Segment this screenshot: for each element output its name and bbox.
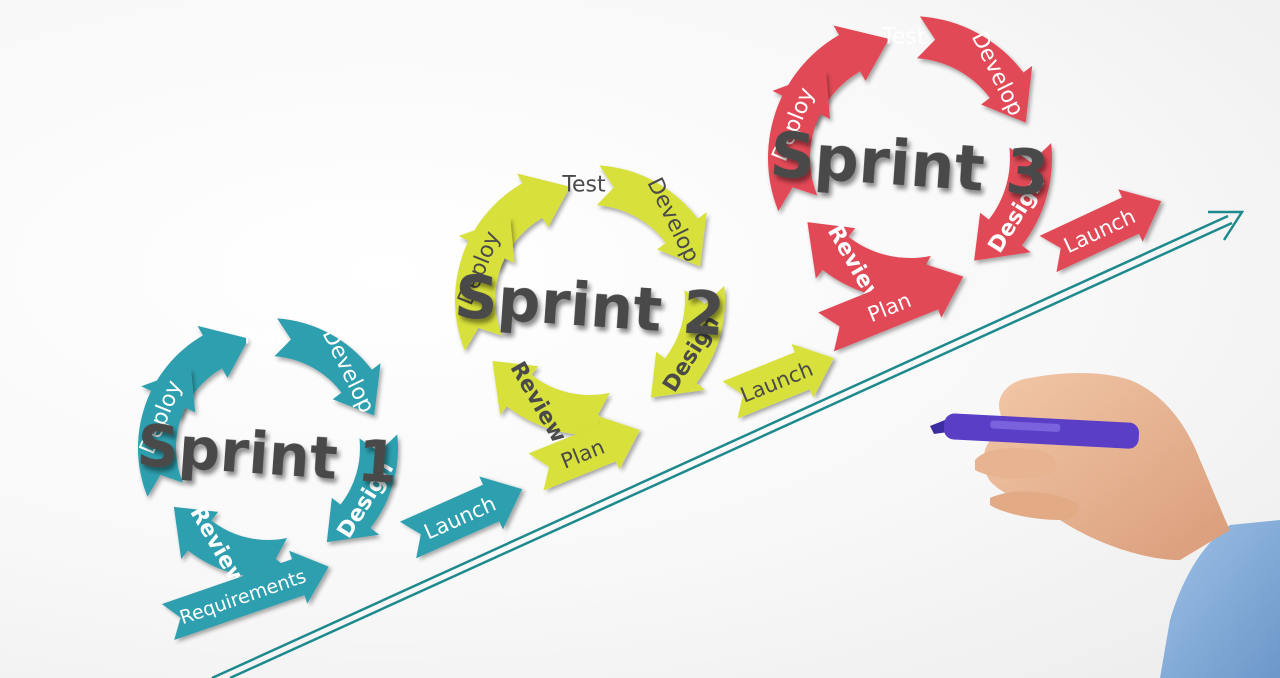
sprint-2-exit-arrow: Launch: [722, 343, 834, 419]
sprint-2-design-arrow: [650, 285, 725, 398]
sprint-2-test-label: Test: [561, 173, 606, 198]
sprint-3-develop-arrow: [916, 16, 1033, 123]
sprint-3-design-arrow: [974, 143, 1052, 261]
sprint-3-exit-arrow: Launch: [1039, 189, 1162, 273]
sprint-2-develop-arrow: [596, 165, 707, 267]
sprint-3-test-label: Test: [881, 25, 926, 50]
sprint-3-entry-arrow: Plan: [818, 262, 964, 352]
timeline-arrow: [211, 210, 1245, 678]
sprint-1-title: Sprint 1: [135, 411, 400, 497]
sprint-1-test-label: Test: [240, 325, 285, 350]
sprint-1-design-arrow: [326, 434, 398, 543]
sprint-1-review-arrow: [173, 506, 296, 578]
sprint-1-develop-arrow: [274, 318, 381, 416]
sprint-2-title: Sprint 2: [452, 262, 727, 351]
sprint-2-deploy-arrow: [455, 217, 515, 351]
sprint-1-exit-arrow: Launch: [399, 476, 523, 559]
hand-holding-marker: [930, 373, 1280, 678]
sprint-2-review-arrow: [492, 360, 619, 435]
sprint-3-title: Sprint 3: [768, 118, 1052, 210]
marker-pen-icon: [930, 413, 1140, 449]
sprint-2-entry-arrow: Plan: [528, 415, 640, 491]
sprint-1-deploy-arrow: [138, 368, 196, 497]
sprint-3-deploy-arrow: [768, 70, 831, 212]
